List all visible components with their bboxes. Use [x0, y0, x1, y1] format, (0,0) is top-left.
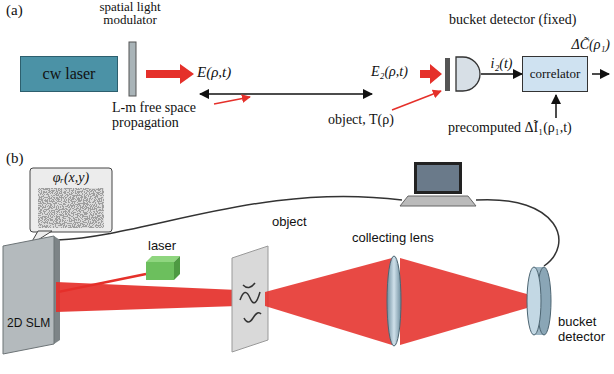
bucket-detector-symbol — [527, 267, 541, 335]
laser-body — [174, 256, 180, 280]
detector-outline — [455, 56, 481, 92]
node-heading: bucket detector (fixed) — [449, 12, 577, 28]
collecting-lens — [387, 256, 401, 346]
slm-face — [3, 236, 54, 354]
component-label: laser — [148, 238, 176, 253]
bucket-detector: bucket detector (fixed) — [455, 56, 481, 92]
panel-label: (a) — [6, 2, 23, 19]
object-panel — [232, 246, 268, 352]
output-arrow — [592, 73, 609, 75]
signal-line — [481, 73, 522, 75]
distance-arrow — [200, 93, 372, 95]
component-label: bucket detector — [558, 314, 612, 344]
detector-outline — [456, 57, 480, 91]
phase-label: φᵣ(x,y) — [31, 170, 111, 186]
laptop-screen — [414, 162, 462, 194]
object-pattern — [240, 283, 261, 322]
component-label: spatial light modulator — [99, 0, 161, 26]
field-label: E(ρ,t) — [197, 64, 231, 81]
node-text: cw laser — [43, 65, 96, 83]
distance-label: L-m free space propagation — [112, 100, 237, 130]
signal-label: i₂(t) — [490, 56, 514, 72]
field-label: E₂(ρ,t) — [371, 64, 408, 80]
laser-beam — [56, 282, 238, 312]
object-label: object, T(ρ) — [328, 112, 394, 128]
component-label: 2D SLM — [7, 316, 50, 330]
node-text: correlator — [530, 66, 581, 82]
output-label: ΔC̃(ρ₁) — [572, 37, 610, 53]
laptop-base — [400, 196, 476, 206]
laser-source-box: cw laser — [20, 56, 118, 92]
laptop-screen — [417, 165, 459, 191]
panel-label: (b) — [6, 150, 24, 167]
leader-line — [214, 97, 250, 104]
correlator-box: correlator — [522, 56, 588, 92]
input-label: precomputed ΔĨ₁(ρ₁,t) — [448, 120, 572, 136]
leader-line — [392, 91, 441, 110]
field-arrow — [146, 64, 194, 84]
field-arrow — [420, 64, 442, 84]
random-phase-pattern — [38, 188, 104, 228]
slm-plate — [129, 42, 136, 96]
laser-body — [146, 262, 174, 280]
laser-beam — [400, 258, 534, 345]
component-label: collecting lens — [352, 230, 434, 245]
cable — [476, 200, 559, 266]
component-label: object — [272, 214, 307, 229]
laser-beam — [265, 258, 392, 345]
phase-bubble — [30, 168, 112, 232]
object-plate — [445, 58, 450, 91]
input-arrow — [555, 95, 557, 118]
